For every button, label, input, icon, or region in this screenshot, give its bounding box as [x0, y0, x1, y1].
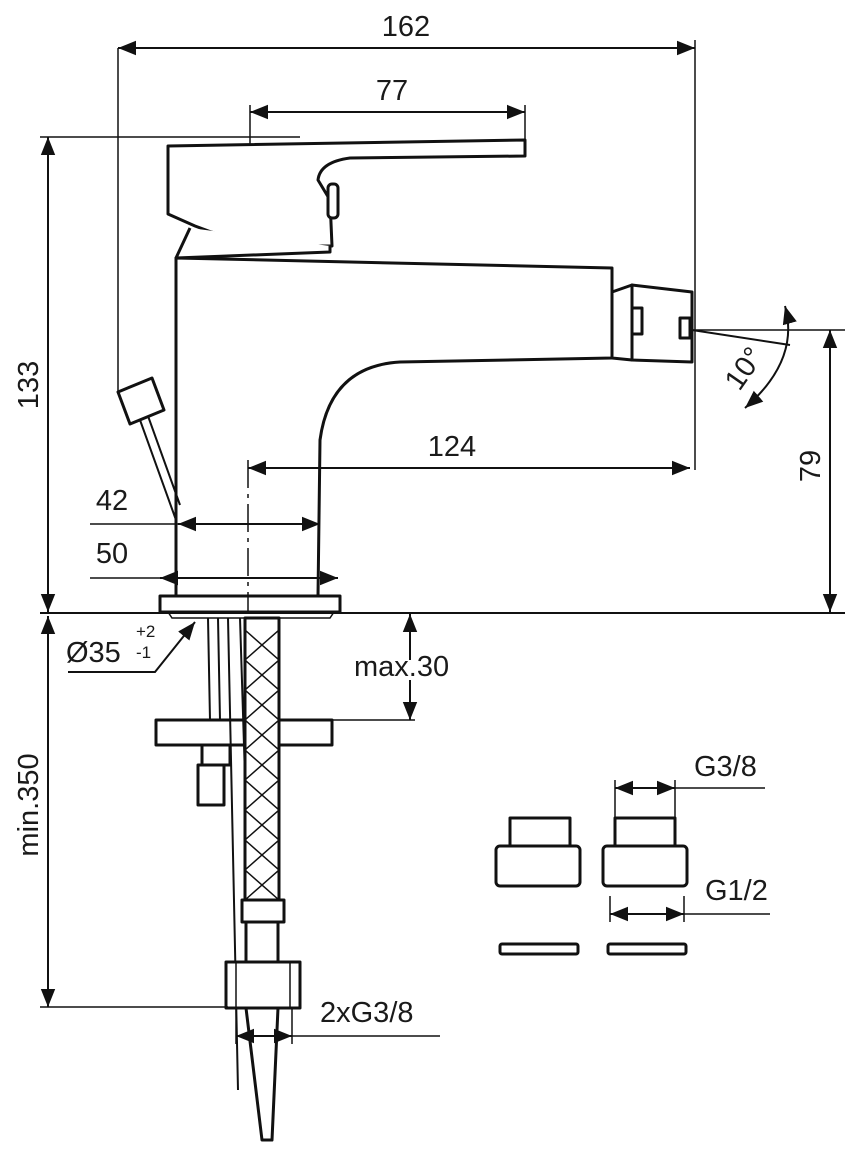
dim-lever-length: 77: [376, 75, 408, 107]
dim-adapter-inner: G3/8: [694, 751, 757, 783]
dim-body-width: 42: [96, 485, 128, 517]
dim-base-width: 50: [96, 538, 128, 570]
faucet-body: [116, 48, 694, 619]
adapters: [494, 816, 689, 956]
dim-base-diameter-tol-minus: -1: [136, 643, 151, 662]
dim-overall-height: 133: [13, 361, 45, 409]
dim-max-thickness: max.30: [354, 651, 449, 683]
dim-base-diameter: Ø35: [66, 637, 121, 669]
dim-spout-reach: 124: [428, 431, 476, 463]
dim-spout-angle: 10°: [719, 342, 770, 396]
dim-spout-height: 79: [795, 450, 827, 482]
fixing-set: [154, 616, 334, 1142]
dim-min-hose-length: min.350: [13, 753, 45, 856]
dim-adapter-outer: G1/2: [705, 875, 768, 907]
dim-overall-width: 162: [382, 11, 430, 43]
dimension-lines: [40, 40, 845, 1044]
dim-base-diameter-tol-plus: +2: [136, 622, 155, 641]
dim-hose-connection: 2xG3/8: [320, 997, 414, 1029]
